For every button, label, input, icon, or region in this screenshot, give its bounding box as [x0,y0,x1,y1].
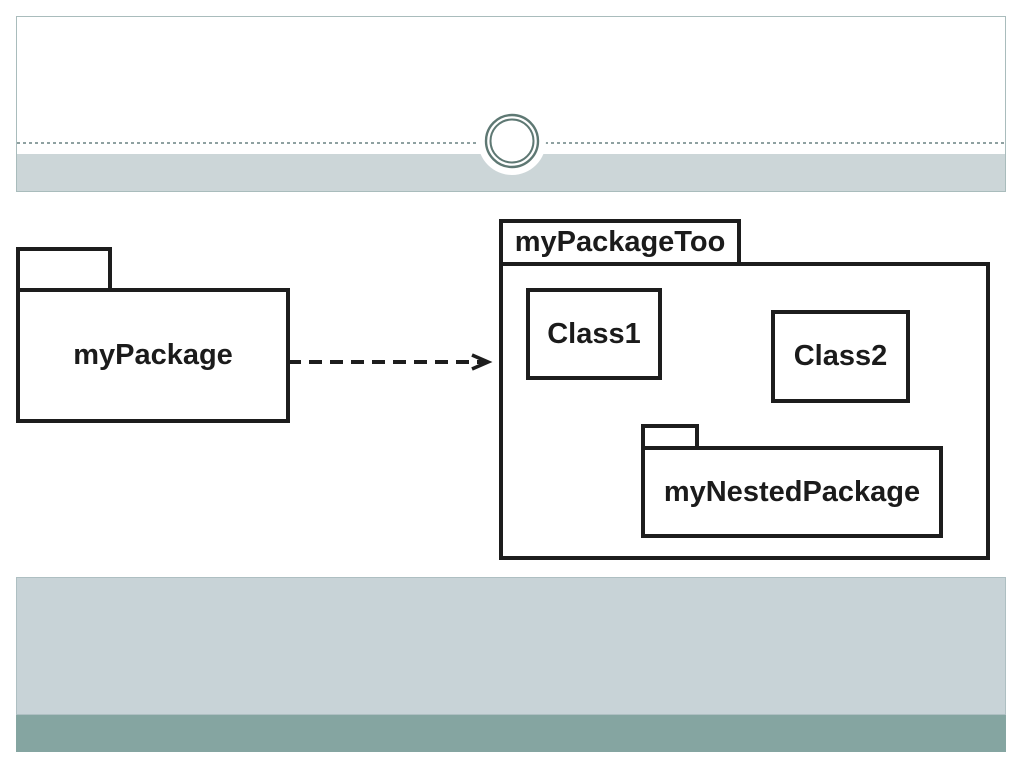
package-mypackage-tab[interactable] [16,247,112,292]
dependency-arrow[interactable] [288,353,502,371]
package-mynestedpackage[interactable]: myNestedPackage [641,446,943,538]
footer-band-light [16,577,1006,715]
package-mypackage-label: myPackage [73,339,233,371]
divider-ring-halo [478,107,546,175]
class-class2-label: Class2 [793,340,888,372]
double-ring-icon [484,113,540,169]
package-mypackagetoo-label: myPackageToo [514,226,726,258]
package-mypackage[interactable]: myPackage [16,288,290,423]
class-class1-box[interactable]: Class1 [526,288,662,380]
package-mypackagetoo-tab[interactable]: myPackageToo [499,219,741,266]
class-class1-label: Class1 [547,317,641,350]
package-mynestedpackage-label: myNestedPackage [663,475,921,508]
class-class2-box[interactable]: Class2 [771,310,910,403]
footer-band-dark [16,715,1006,752]
